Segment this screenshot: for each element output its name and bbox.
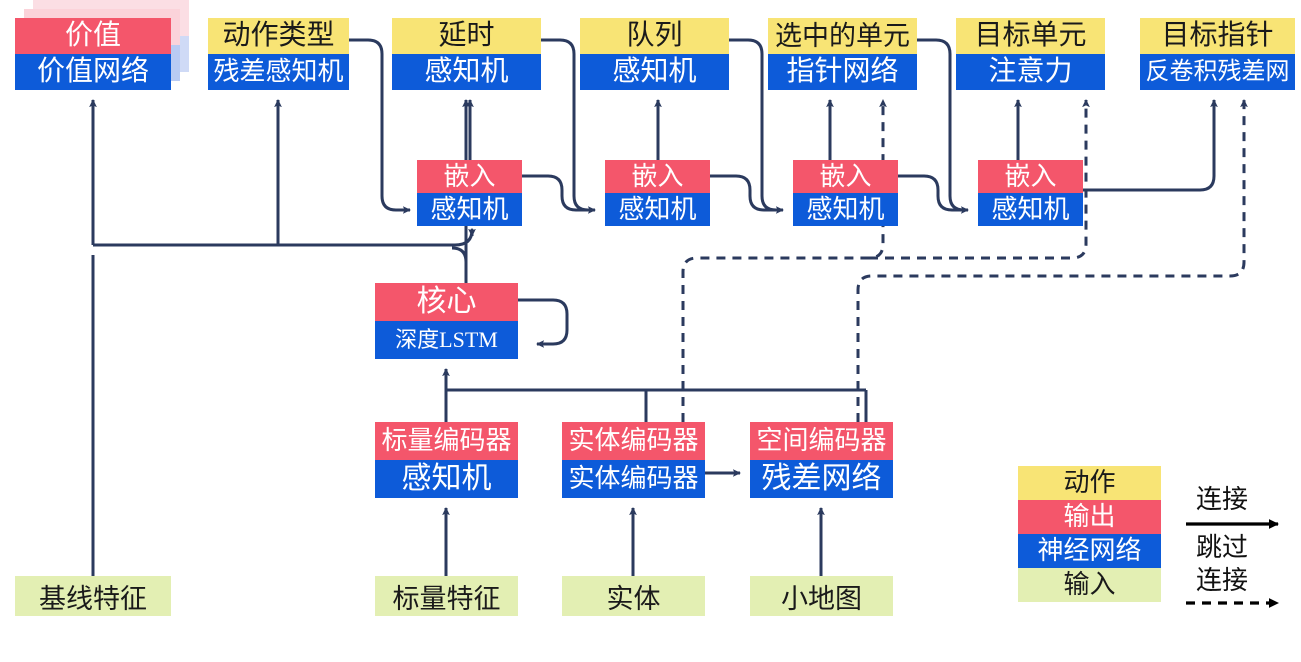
node-scalar-encoder[interactable]: 标量编码器感知机 — [375, 422, 518, 498]
node-value[interactable]: 价值价值网络 — [15, 18, 171, 90]
node-core-base: 深度LSTM — [375, 321, 518, 359]
node-entity-encoder[interactable]: 实体编码器实体编码器 — [562, 422, 705, 498]
node-queued[interactable]: 队列感知机 — [580, 18, 729, 90]
node-embed-2[interactable]: 嵌入感知机 — [605, 160, 710, 226]
node-target-unit-cap: 目标单元 — [956, 18, 1105, 54]
node-core-cap: 核心 — [375, 283, 518, 321]
legend-skip-label-line2: 连接 — [1196, 566, 1249, 595]
input-entities[interactable]: 实体 — [562, 576, 705, 616]
node-selected-units-base: 指针网络 — [768, 54, 917, 90]
node-action-type-base: 残差感知机 — [208, 54, 349, 90]
node-target-point-cap: 目标指针 — [1140, 18, 1295, 54]
node-delay-base: 感知机 — [392, 54, 541, 90]
node-value-base: 价值网络 — [15, 54, 171, 90]
legend-output: 输出 — [1018, 500, 1161, 534]
node-selected-units[interactable]: 选中的单元指针网络 — [768, 18, 917, 90]
node-selected-units-cap: 选中的单元 — [768, 18, 917, 54]
node-target-unit[interactable]: 目标单元注意力 — [956, 18, 1105, 90]
node-delay[interactable]: 延时感知机 — [392, 18, 541, 90]
input-minimap-label: 小地图 — [750, 576, 893, 616]
legend-connection-label: 连接 — [1196, 485, 1249, 514]
node-target-point[interactable]: 目标指针反卷积残差网 — [1140, 18, 1295, 90]
input-minimap[interactable]: 小地图 — [750, 576, 893, 616]
node-spatial-encoder-base: 残差网络 — [750, 460, 893, 498]
legend-color-key: 动作输出神经网络输入 — [1018, 466, 1161, 602]
node-value-cap: 价值 — [15, 18, 171, 54]
node-queued-base: 感知机 — [580, 54, 729, 90]
node-delay-cap: 延时 — [392, 18, 541, 54]
node-entity-encoder-base: 实体编码器 — [562, 460, 705, 498]
input-scalar-features-label: 标量特征 — [375, 576, 518, 616]
node-action-type-cap: 动作类型 — [208, 18, 349, 54]
node-embed-3[interactable]: 嵌入感知机 — [793, 160, 898, 226]
node-spatial-encoder[interactable]: 空间编码器残差网络 — [750, 422, 893, 498]
node-core[interactable]: 核心深度LSTM — [375, 283, 518, 359]
node-action-type[interactable]: 动作类型残差感知机 — [208, 18, 349, 90]
input-baseline-features[interactable]: 基线特征 — [15, 576, 171, 616]
legend-network: 神经网络 — [1018, 534, 1161, 568]
legend-action: 动作 — [1018, 466, 1161, 500]
node-target-unit-base: 注意力 — [956, 54, 1105, 90]
node-embed-4-base: 感知机 — [978, 193, 1083, 226]
node-embed-3-base: 感知机 — [793, 193, 898, 226]
node-scalar-encoder-base: 感知机 — [375, 460, 518, 498]
input-baseline-features-label: 基线特征 — [15, 576, 171, 616]
node-embed-2-base: 感知机 — [605, 193, 710, 226]
node-embed-1-cap: 嵌入 — [417, 160, 522, 193]
node-embed-1[interactable]: 嵌入感知机 — [417, 160, 522, 226]
input-scalar-features[interactable]: 标量特征 — [375, 576, 518, 616]
node-embed-2-cap: 嵌入 — [605, 160, 710, 193]
legend-input: 输入 — [1018, 568, 1161, 602]
node-embed-3-cap: 嵌入 — [793, 160, 898, 193]
node-entity-encoder-cap: 实体编码器 — [562, 422, 705, 460]
node-embed-4[interactable]: 嵌入感知机 — [978, 160, 1083, 226]
node-embed-4-cap: 嵌入 — [978, 160, 1083, 193]
node-embed-1-base: 感知机 — [417, 193, 522, 226]
legend-skip-label-line1: 跳过 — [1196, 533, 1249, 562]
input-entities-label: 实体 — [562, 576, 705, 616]
node-spatial-encoder-cap: 空间编码器 — [750, 422, 893, 460]
node-queued-cap: 队列 — [580, 18, 729, 54]
node-scalar-encoder-cap: 标量编码器 — [375, 422, 518, 460]
node-target-point-base: 反卷积残差网 — [1140, 54, 1295, 90]
